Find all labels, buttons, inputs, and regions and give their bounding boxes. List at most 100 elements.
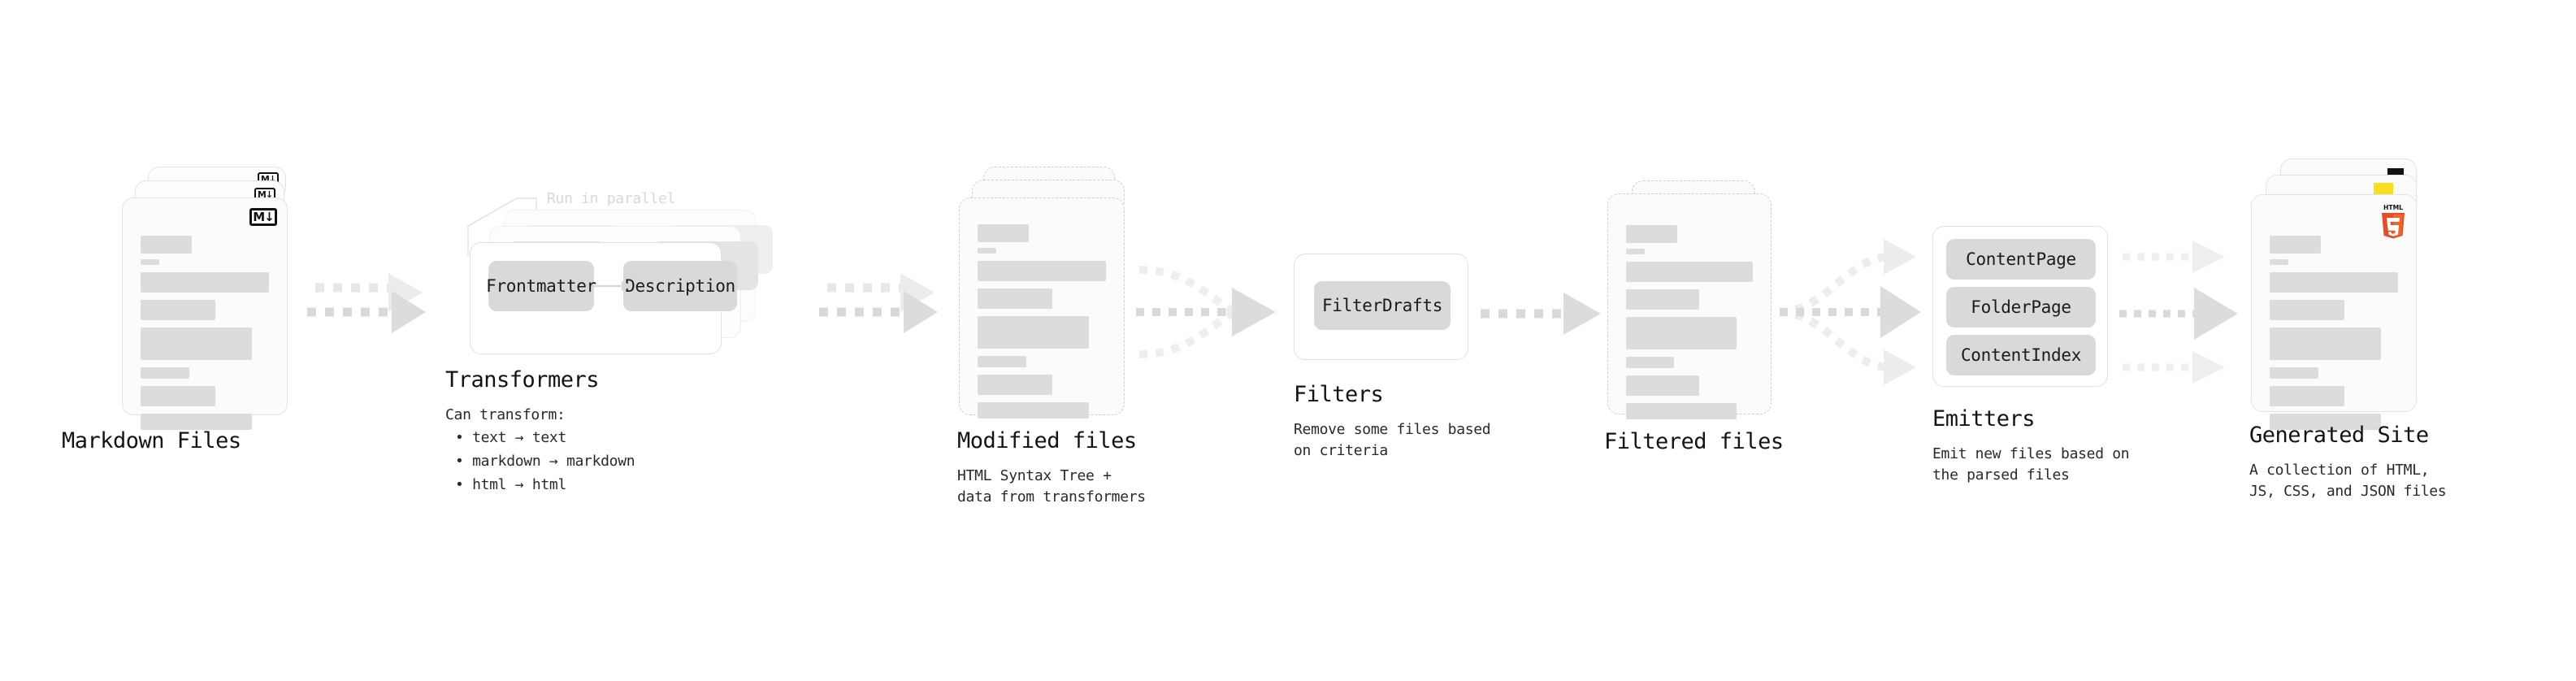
skeleton-line (978, 375, 1052, 395)
stage-title-modified-files: Modified files (957, 428, 1137, 453)
stage-filters: FilterDrafts Filters Remove some files b… (1294, 254, 1491, 459)
skeleton-line (1626, 289, 1700, 310)
site-card-front: HTML (2251, 194, 2417, 430)
arrowhead (1880, 286, 1921, 338)
markdown-icon-letter: M (257, 189, 267, 200)
emitter-chip-contentindex[interactable]: ContentIndex (1946, 335, 2096, 375)
markdown-file-stack: M↓ M↓ M↓ (122, 167, 293, 430)
arrowhead (2194, 288, 2238, 340)
connector-emitters-to-site (2119, 241, 2238, 384)
skeleton-lines (2270, 236, 2398, 437)
hint-run-in-parallel: Run in parallel (547, 190, 676, 207)
skeleton-line (978, 261, 1106, 281)
skeleton-line (141, 414, 253, 430)
skeleton-line (1626, 249, 1645, 254)
emitter-chip-contentpage[interactable]: ContentPage (1946, 239, 2096, 280)
skeleton-line (2270, 236, 2321, 254)
stage-filtered-files: Filtered files (1604, 180, 1784, 454)
skeleton-line (2270, 300, 2344, 320)
stage-title-filters: Filters (1294, 382, 1384, 407)
stage-title-filtered-files: Filtered files (1604, 429, 1784, 454)
skeleton-line (2270, 327, 2382, 360)
skeleton-line (2270, 272, 2398, 293)
modified-file-stack (959, 167, 1130, 427)
skeleton-line (141, 272, 269, 293)
stage-title-transformers: Transformers (445, 367, 600, 393)
arrowhead (2192, 241, 2225, 273)
markdown-icon: M↓ (249, 208, 277, 226)
skeleton-line (141, 367, 190, 379)
html5-icon: HTML (2382, 204, 2405, 239)
arrowhead (2192, 351, 2225, 384)
filters-subtitle: Remove some files based on criteria (1294, 421, 1491, 460)
arrowhead (904, 291, 938, 333)
connector-markdown-to-transformers (307, 273, 426, 333)
skeleton-line (2270, 386, 2344, 406)
skeleton-line (2270, 414, 2382, 430)
skeleton-line (1626, 317, 1737, 349)
skeleton-line (978, 356, 1027, 367)
svg-text:HTML: HTML (2383, 204, 2403, 211)
transformer-chip-description[interactable]: Description (623, 261, 737, 311)
stage-title-emitters: Emitters (1932, 406, 2036, 432)
markdown-icon-letter: M (260, 174, 270, 184)
stage-title-generated-site: Generated Site (2249, 423, 2429, 448)
transformer-chip-frontmatter[interactable]: Frontmatter (486, 261, 596, 311)
markdown-icon-letter: M (253, 209, 265, 224)
transformers-subtitle-heading: Can transform: (445, 406, 566, 423)
skeleton-line (141, 236, 192, 254)
list-item: • html → html (455, 476, 566, 494)
filtered-file-stack (1607, 180, 1778, 424)
emitters-panel: ContentPage FolderPage ContentIndex (1932, 226, 2108, 387)
modified-card-front (959, 197, 1125, 419)
skeleton-line (141, 386, 215, 406)
skeleton-lines (978, 224, 1106, 426)
stage-title-markdown-files: Markdown Files (62, 428, 241, 453)
connector-modified-to-filters (1136, 266, 1276, 358)
stage-modified-files: Modified files HTML Syntax Tree + data f… (957, 167, 1146, 505)
skeleton-line (1626, 225, 1677, 243)
arrowhead (388, 273, 423, 312)
emitter-chip-folderpage[interactable]: FolderPage (1946, 287, 2096, 327)
connector-transformers-to-modified (819, 273, 938, 333)
skeleton-line (1626, 375, 1700, 396)
skeleton-line (2270, 367, 2319, 379)
skeleton-lines (141, 236, 269, 437)
filters-panel: FilterDrafts (1294, 254, 1468, 360)
arrowhead (900, 273, 935, 312)
markdown-card-front: M↓ (122, 197, 288, 430)
arrowhead (1884, 349, 1916, 385)
markdown-icon-arrow: ↓ (268, 174, 276, 184)
emitters-subtitle: Emit new files based on the parsed files (1932, 445, 2130, 484)
list-item: • text → text (455, 429, 566, 446)
skeleton-lines (1626, 225, 1753, 427)
stage-emitters: ContentPage FolderPage ContentIndex Emit… (1932, 226, 2130, 484)
skeleton-line (141, 300, 215, 320)
skeleton-line (1626, 403, 1737, 419)
filter-chip-filterdrafts[interactable]: FilterDrafts (1314, 281, 1451, 330)
stage-generated-site: HTML Generated Site A collection (2249, 158, 2447, 500)
arrowhead (1884, 239, 1916, 275)
skeleton-line (1626, 262, 1753, 282)
markdown-icon-arrow: ↓ (264, 209, 275, 224)
arrowhead (392, 291, 426, 333)
connector-filters-to-filtered (1481, 293, 1601, 335)
skeleton-line (141, 259, 159, 265)
stage-markdown-files: M↓ M↓ M↓ Markdown Files (62, 167, 293, 453)
filtered-card-front (1607, 193, 1772, 419)
generated-site-subtitle: A collection of HTML, JS, CSS, and JSON … (2249, 462, 2447, 501)
skeleton-line (2270, 259, 2288, 265)
skeleton-line (978, 224, 1029, 242)
skeleton-line (1626, 357, 1675, 368)
generated-site-stack: HTML (2251, 158, 2430, 430)
transformer-panel-front: Frontmatter Description (470, 242, 737, 354)
arrowhead (1232, 288, 1276, 336)
skeleton-line (978, 316, 1090, 349)
transformers-bullet-list: • text → text • markdown → markdown • ht… (455, 426, 635, 497)
skeleton-line (141, 327, 253, 360)
arrowhead (1563, 293, 1601, 335)
markdown-icon-arrow: ↓ (265, 189, 273, 200)
list-item: • markdown → markdown (455, 453, 635, 471)
skeleton-line (978, 288, 1052, 309)
